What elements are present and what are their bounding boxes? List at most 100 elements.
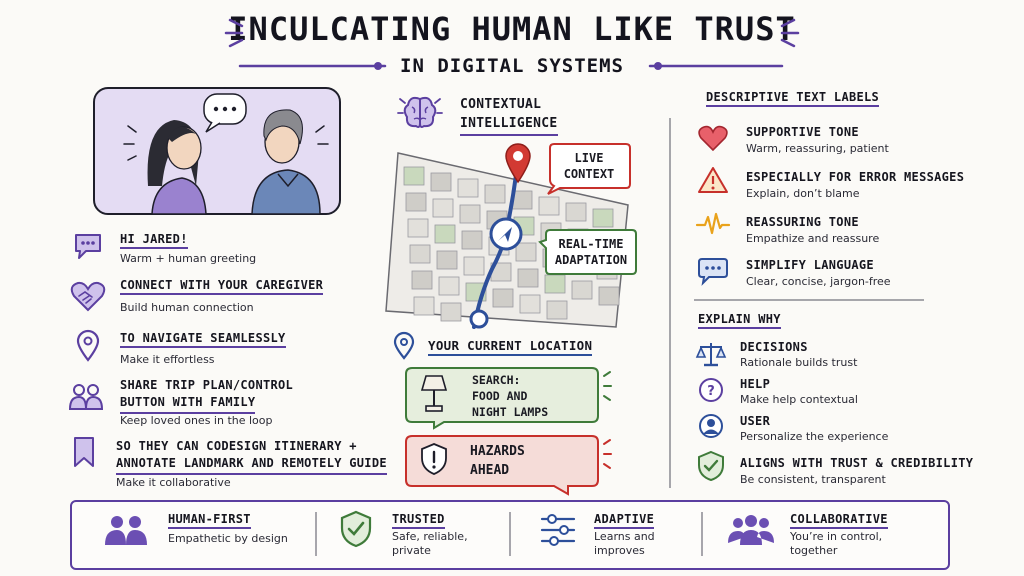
left-item-desc: Make it collaborative [116,476,231,489]
map-block [546,300,568,320]
map-block [492,288,514,308]
pulse-icon [695,212,731,240]
live-context-text: LIVE CONTEXT [563,151,615,181]
left-item-desc: Make it effortless [120,353,215,366]
label-title: SIMPLIFY LANGUAGE [746,258,874,272]
route-start-icon [468,308,490,334]
help-icon: ? [697,376,725,408]
group-icon [728,513,774,551]
family-icon [68,382,104,416]
shield-check-icon [340,510,372,552]
map-block [430,172,452,192]
shield-check-icon [697,450,725,486]
chat-bubble-icon [72,231,104,265]
left-item-title: CONNECT WITH YOUR CAREGIVER [120,278,324,295]
label-desc: Clear, concise, jargon-free [746,275,891,288]
map-block [571,280,593,300]
label-title: ESPECIALLY FOR ERROR MESSAGES [746,170,965,184]
label-title: REASSURING TONE [746,215,859,229]
title-decoration [224,18,800,70]
live-context-callout: LIVE CONTEXT [546,142,632,195]
realtime-adaptation-callout: REAL-TIME ADAPTATION [538,228,638,276]
footer-dividers [315,512,703,556]
footer-desc: Safe, reliable, private [392,530,468,557]
handshake-heart-icon [70,280,106,316]
heart-icon [698,124,728,156]
current-location-label: YOUR CURRENT LOCATION [428,338,593,356]
map-block [461,230,483,250]
map-block [407,218,429,238]
map-block [538,196,560,216]
why-desc: Personalize the experience [740,430,889,443]
label-desc: Explain, don’t blame [746,187,860,200]
search-card: SEARCH: FOOD AND NIGHT LAMPS [404,366,612,430]
map-block [403,166,425,186]
shield-warning-icon [420,442,448,480]
why-desc: Rationale builds trust [740,356,858,369]
map-block [565,202,587,222]
sliders-icon [540,513,576,551]
map-block [436,250,458,270]
left-item-desc: Warm + human greeting [120,252,257,265]
left-item-title: SHARE TRIP PLAN/CONTROL BUTTON WITH FAMI… [120,377,293,414]
location-pin-icon [76,329,100,366]
footer-title: ADAPTIVE [594,512,655,529]
scales-icon [695,340,727,372]
navigation-arrow-icon [488,216,524,256]
hazard-card-text: HAZARDS AHEAD [470,444,525,478]
map-block [515,242,537,262]
why-desc: Make help contextual [740,393,858,406]
bookmark-icon [72,436,96,472]
brain-icon [397,93,443,137]
why-desc: Be consistent, transparent [740,473,886,486]
left-item-title: SO THEY CAN CODESIGN ITINERARY + ANNOTAT… [116,438,387,475]
hazard-card: HAZARDS AHEAD [404,434,612,496]
map-block [517,268,539,288]
page-title: INCULCATING HUMAN LIKE TRUST [228,10,796,48]
contextual-intelligence-label: CONTEXTUAL INTELLIGENCE [460,95,558,136]
map-block [409,244,431,264]
label-desc: Empathize and reassure [746,232,880,245]
map-block [434,224,456,244]
page-subtitle: IN DIGITAL SYSTEMS [400,55,624,77]
map-block [459,204,481,224]
map-block [519,294,541,314]
why-title: ALIGNS WITH TRUST & CREDIBILITY [740,456,974,470]
why-title: USER [740,414,771,428]
map-block [440,302,462,322]
footer-title: TRUSTED [392,512,445,529]
map-pin-icon [504,142,532,188]
left-item-title: HI JARED! [120,232,188,249]
footer-title: COLLABORATIVE [790,512,888,529]
map-block [432,198,454,218]
left-item-desc: Keep loved ones in the loop [120,414,273,427]
map-block [592,208,614,228]
why-title: DECISIONS [740,340,808,354]
user-icon [697,412,725,444]
svg-text:?: ? [707,384,715,399]
footer-desc: You’re in control, together [790,530,883,557]
conversation-illustration [92,86,342,216]
people-icon [104,513,148,551]
lamp-icon [420,374,448,420]
column-divider [669,118,671,488]
labels-heading: DESCRIPTIVE TEXT LABELS [706,90,880,107]
map-block [411,270,433,290]
map-block [463,256,485,276]
left-item-title: TO NAVIGATE SEAMLESSLY [120,331,286,348]
speech-bubble-icon [698,256,728,288]
realtime-adaptation-text: REAL-TIME ADAPTATION [554,237,628,267]
footer-title: HUMAN-FIRST [168,512,251,529]
map-block [405,192,427,212]
left-item-desc: Build human connection [120,301,254,314]
label-desc: Warm, reassuring, patient [746,142,889,155]
section-divider [694,299,924,301]
footer-desc: Empathetic by design [168,532,288,545]
search-card-text: SEARCH: FOOD AND NIGHT LAMPS [472,373,549,419]
map-block [598,286,620,306]
explain-why-heading: EXPLAIN WHY [698,312,781,329]
map-block [484,184,506,204]
location-pin-icon [393,331,415,363]
footer-desc: Learns and improves [594,530,655,557]
label-title: SUPPORTIVE TONE [746,125,859,139]
